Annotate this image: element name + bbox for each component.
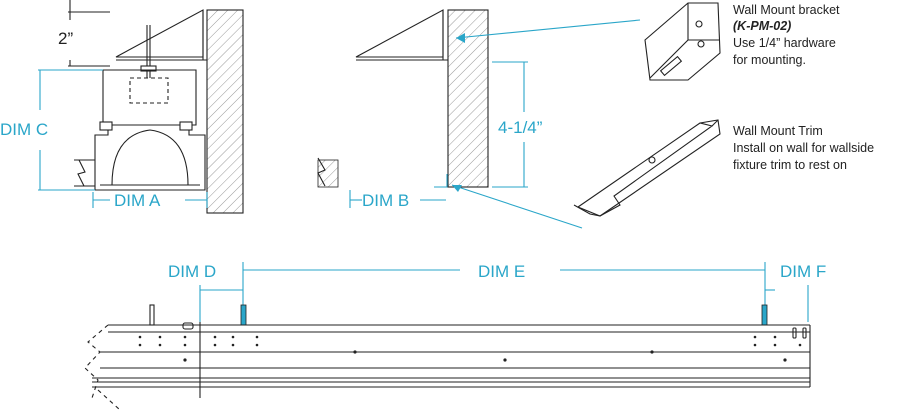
bracket-iso [644,2,721,81]
trim-note-line1: Install on wall for wallside [733,141,874,155]
bracket-note-part: (K-PM-02) [733,19,791,33]
bracket-note-line2: for mounting. [733,53,806,67]
dim-c-label: DIM C [0,120,48,139]
middle-section: 4-1/4” DIM B [317,9,641,229]
dim-d-label: DIM D [168,262,216,281]
bracket-left [115,9,204,58]
bracket-note-line1: Use 1/4” hardware [733,36,836,50]
fixture-elevation: DIM D DIM E DIM F [84,262,826,411]
dim-f-label: DIM F [780,262,826,281]
trim-note-line2: fixture trim to rest on [733,158,847,172]
trim-iso [573,119,721,217]
left-section: 2” DIM C DIM A [0,0,244,214]
two-inch-label: 2” [58,29,73,48]
trim-note-title: Wall Mount Trim [733,124,823,138]
wall-left [206,9,244,214]
bracket-middle [355,9,444,58]
dim-a-label: DIM A [114,191,161,210]
dim-e-label: DIM E [478,262,525,281]
four-quarter-label: 4-1/4” [498,118,543,137]
dim-b-label: DIM B [362,191,409,210]
bracket-note-title: Wall Mount bracket [733,3,840,17]
trim-note: Wall Mount Trim Install on wall for wall… [733,124,874,172]
wall-middle [447,9,489,188]
bracket-note: Wall Mount bracket (K-PM-02) Use 1/4” ha… [733,3,840,67]
